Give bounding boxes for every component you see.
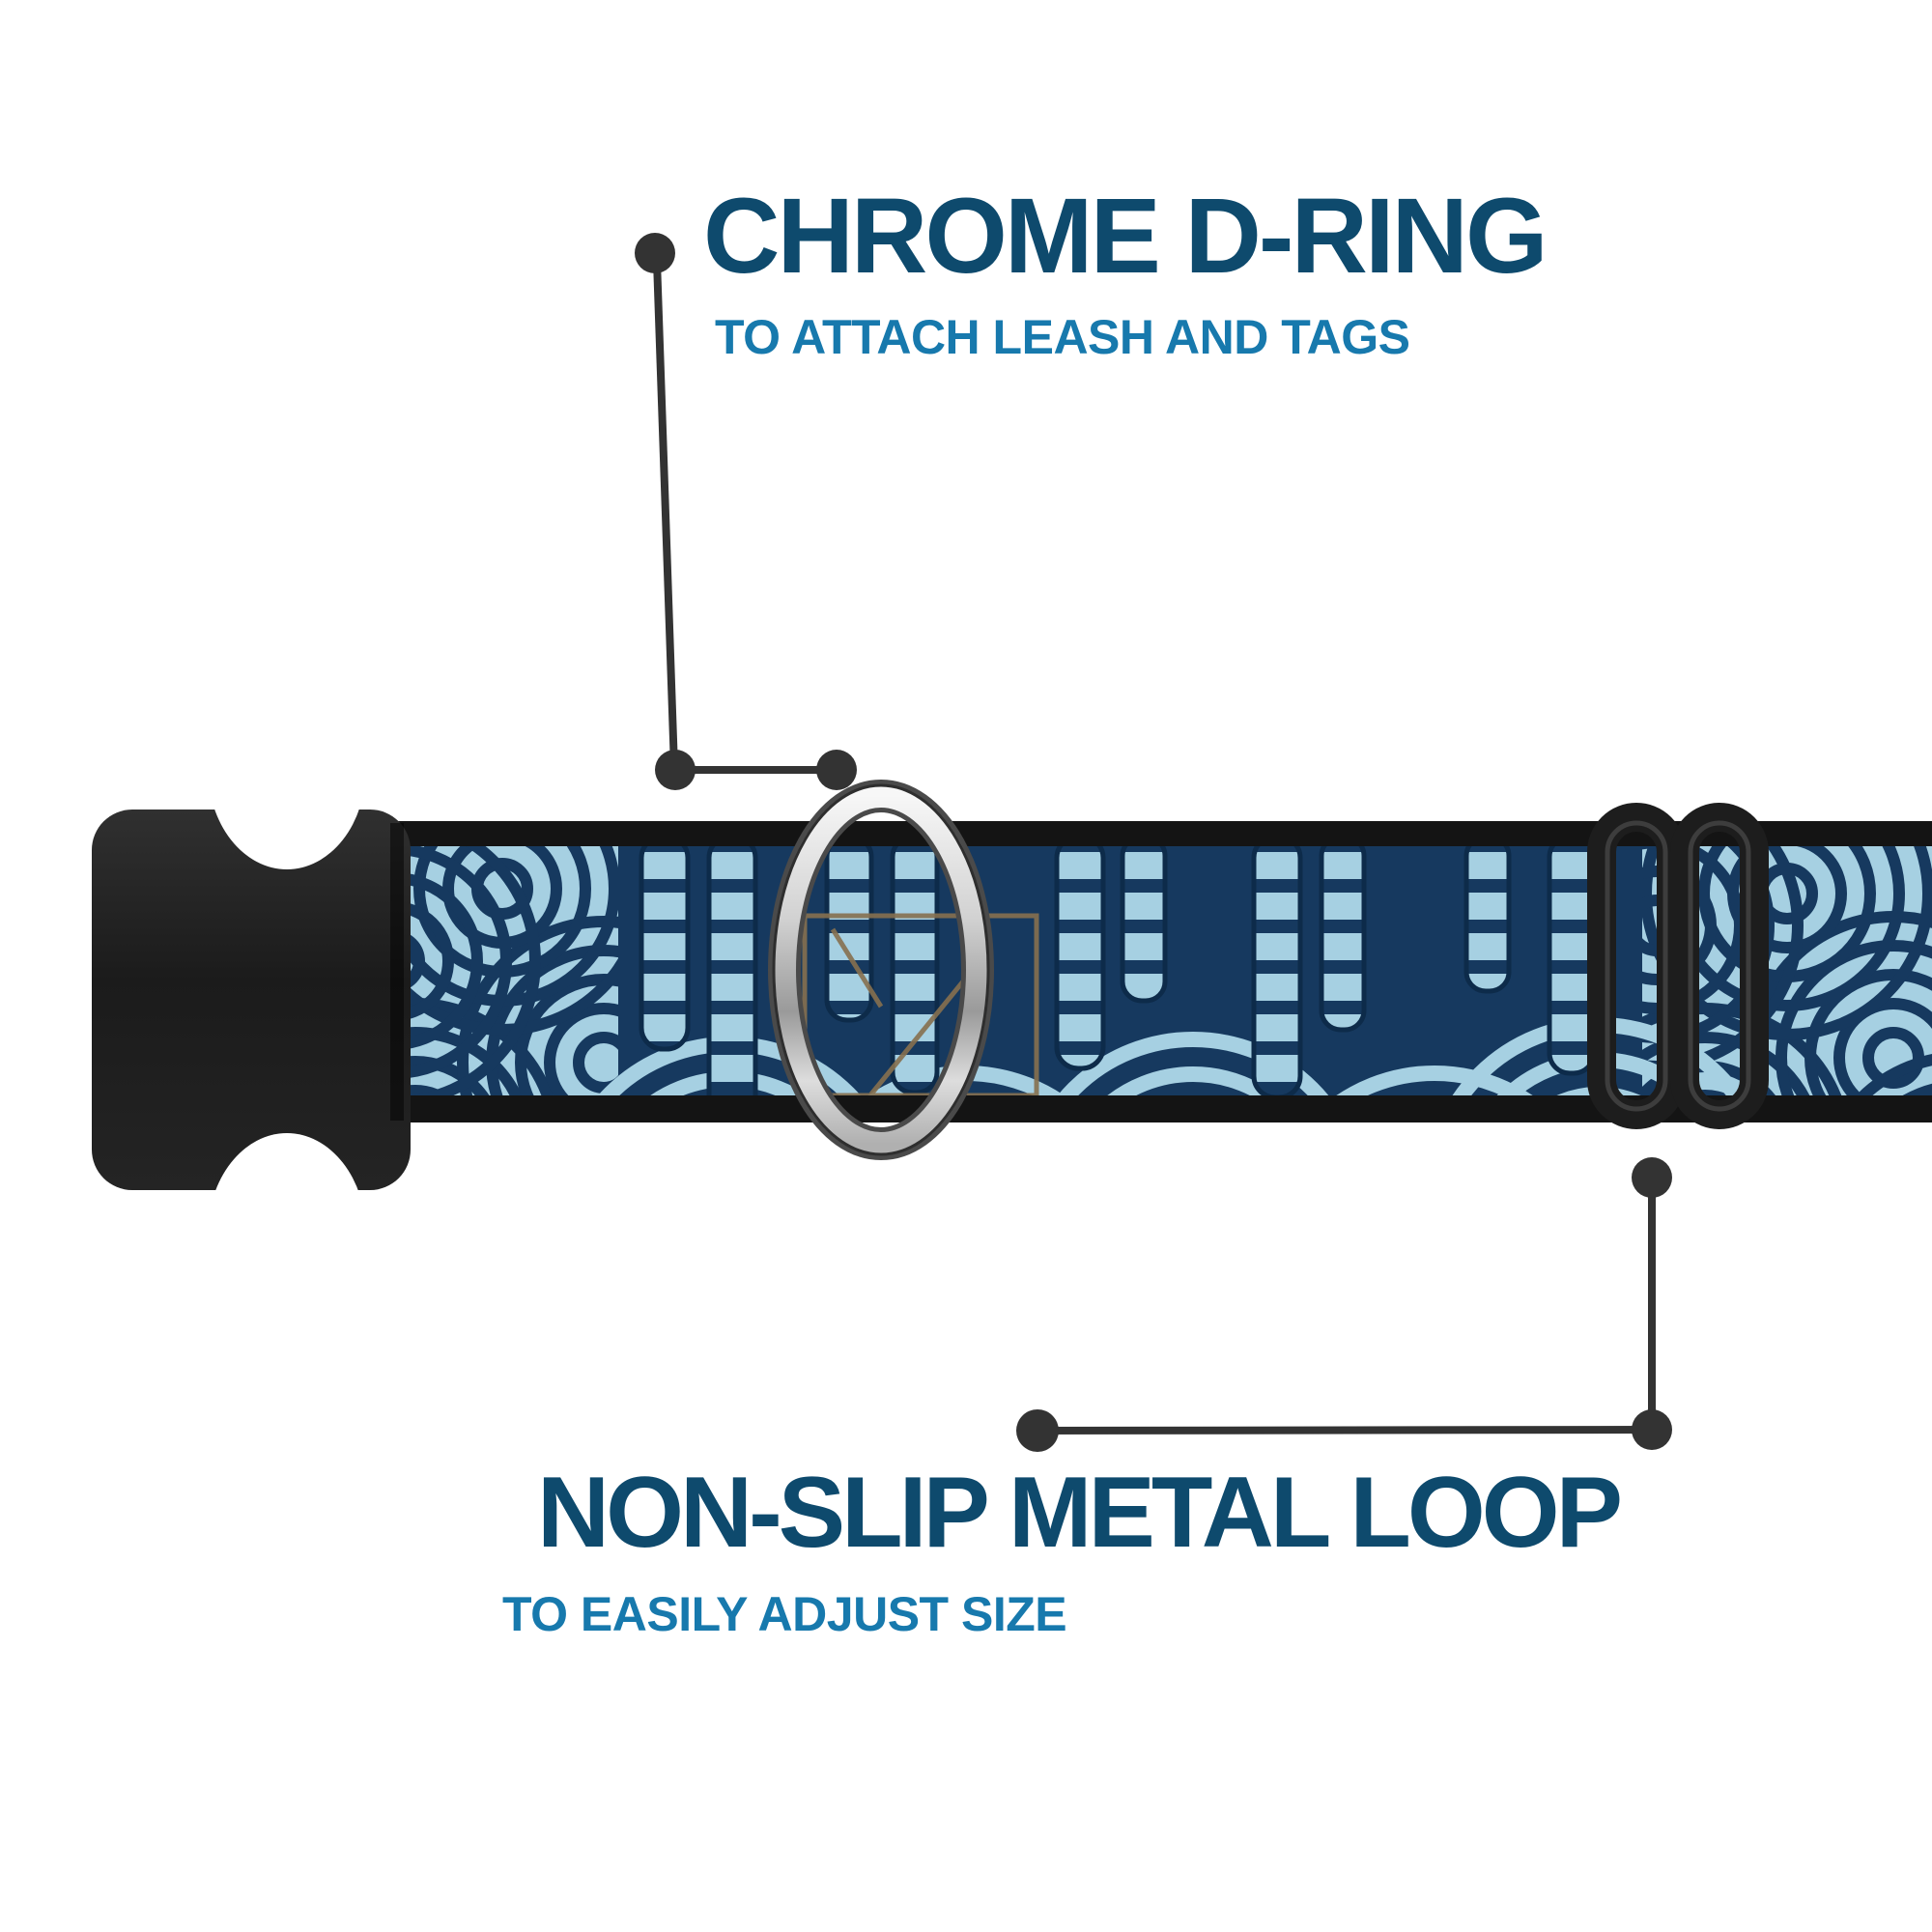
top-callout-subtitle: TO ATTACH LEASH AND TAGS <box>715 310 1410 364</box>
bottom-callout-connector <box>1016 1157 1672 1452</box>
tan-sketch-outline <box>802 913 1039 1095</box>
callout-dot <box>816 750 857 790</box>
top-callout-title: CHROME D-RING <box>703 177 1548 296</box>
side-release-buckle-icon <box>92 667 411 1336</box>
top-callout-connector <box>635 233 857 790</box>
bottom-callout-subtitle: TO EASILY ADJUST SIZE <box>502 1587 1067 1641</box>
metal-slider-loop-icon <box>1587 803 1769 1129</box>
callout-dot <box>1632 1157 1672 1198</box>
callout-dot <box>1016 1409 1059 1452</box>
callout-dot <box>635 233 675 273</box>
wave-pattern-webbing <box>386 780 1932 1160</box>
callout-dot <box>1632 1409 1672 1450</box>
bottom-callout-title: NON-SLIP METAL LOOP <box>537 1457 1623 1569</box>
striped-column-pattern <box>639 846 1597 1095</box>
chrome-d-ring-icon <box>768 780 994 1160</box>
callout-dot <box>655 750 696 790</box>
